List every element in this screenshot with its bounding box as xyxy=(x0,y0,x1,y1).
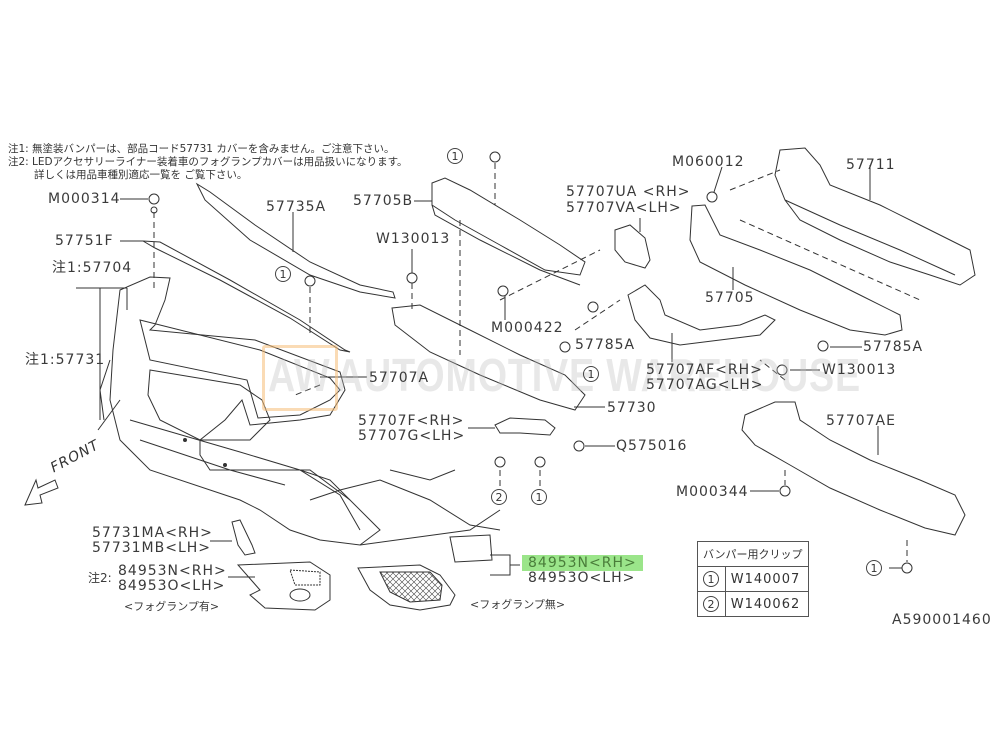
label-57707f[interactable]: 57707F<RH> xyxy=(358,413,465,429)
clip-table-header-row: バンパー用クリップ xyxy=(697,541,809,567)
front-arrow-icon xyxy=(24,478,59,506)
label-57751f[interactable]: 57751F xyxy=(55,233,114,249)
label-fog-with: <フォグランプ有> xyxy=(124,600,220,613)
label-m060012[interactable]: M060012 xyxy=(672,154,745,170)
fasteners xyxy=(148,151,913,574)
fog-bezel-no-fog[interactable] xyxy=(357,534,493,611)
label-84953n-fog[interactable]: 84953N<RH> xyxy=(118,563,227,579)
bumper-cover-57704[interactable] xyxy=(97,276,501,546)
label-57730[interactable]: 57730 xyxy=(607,400,657,416)
clip-marker-1-lower[interactable]: 1 xyxy=(531,489,547,505)
bracket-57707af[interactable] xyxy=(627,284,776,346)
label-57705b[interactable]: 57705B xyxy=(353,193,414,209)
diagram-reference-code: A590001460 xyxy=(892,612,992,628)
beam-57730[interactable] xyxy=(391,304,586,411)
label-57705[interactable]: 57705 xyxy=(705,290,755,306)
note-2: 注2: LEDアクセサリーライナー装着車のフォグランプカバーは用品扱いになります… xyxy=(8,156,408,168)
clip-table-header: バンパー用クリップ xyxy=(697,541,809,567)
label-57707va[interactable]: 57707VA<LH> xyxy=(566,200,682,216)
clip-marker-1-top[interactable]: 1 xyxy=(447,148,463,164)
label-57707ua[interactable]: 57707UA <RH> xyxy=(566,184,691,200)
label-m000314[interactable]: M000314 xyxy=(48,191,121,207)
clip-table-marker: 1 xyxy=(697,566,726,592)
bracket-57707ua[interactable] xyxy=(614,224,651,269)
label-57731ma[interactable]: 57731MA<RH> xyxy=(92,525,213,541)
clip-table-row[interactable]: 1 W140007 xyxy=(697,566,809,592)
label-57707ae[interactable]: 57707AE xyxy=(826,413,896,429)
molding-57735a[interactable] xyxy=(195,182,396,299)
label-note2-prefix: 注2: xyxy=(88,571,112,585)
clip-marker-2-lower[interactable]: 2 xyxy=(491,489,507,505)
strip-57751f[interactable] xyxy=(142,240,351,353)
label-57707af[interactable]: 57707AF<RH> xyxy=(646,362,763,378)
clip-table-row[interactable]: 2 W140062 xyxy=(697,591,809,617)
note-2-continued: 詳しくは用品車種別適応一覧を ご覧下さい。 xyxy=(34,169,248,181)
label-84953o-fog[interactable]: 84953O<LH> xyxy=(118,578,226,594)
clip-table-marker: 2 xyxy=(697,591,726,617)
clip-marker-1-right[interactable]: 1 xyxy=(866,560,882,576)
label-fog-without: <フォグランプ無> xyxy=(470,598,566,611)
label-q575016[interactable]: Q575016 xyxy=(616,438,688,454)
assembly-guides xyxy=(153,163,921,562)
label-84953n-nofog-highlighted[interactable]: 84953N<RH> xyxy=(522,555,643,571)
beam-57705b[interactable] xyxy=(431,177,586,286)
label-84953o-nofog[interactable]: 84953O<LH> xyxy=(528,570,636,586)
clip-table-part[interactable]: W140062 xyxy=(724,591,809,617)
clip-marker-1-left[interactable]: 1 xyxy=(275,266,291,282)
label-m000344[interactable]: M000344 xyxy=(676,484,749,500)
clip-table-part[interactable]: W140007 xyxy=(724,566,809,592)
label-57704[interactable]: 注1:57704 xyxy=(52,260,133,276)
label-57707g[interactable]: 57707G<LH> xyxy=(358,428,466,444)
bracket-57707f[interactable] xyxy=(494,417,556,436)
bracket-57707ae[interactable] xyxy=(741,401,966,536)
label-57735a[interactable]: 57735A xyxy=(266,199,327,215)
absorber-57705[interactable] xyxy=(689,204,903,336)
label-m000422[interactable]: M000422 xyxy=(491,320,564,336)
tow-cover-57731ma[interactable] xyxy=(231,519,256,556)
label-57785a-right[interactable]: 57785A xyxy=(863,339,924,355)
leader-lines xyxy=(76,165,902,578)
label-57785a-left[interactable]: 57785A xyxy=(575,337,636,353)
clip-marker-1-mid[interactable]: 1 xyxy=(583,366,599,382)
reinforcement-57711[interactable] xyxy=(774,147,976,286)
label-w130013-right[interactable]: W130013 xyxy=(822,362,897,378)
label-57707a[interactable]: 57707A xyxy=(369,370,430,386)
label-57707ag[interactable]: 57707AG<LH> xyxy=(646,377,764,393)
bumper-clip-table: バンパー用クリップ 1 W140007 2 W140062 xyxy=(697,541,809,617)
label-w130013-left[interactable]: W130013 xyxy=(376,231,451,247)
label-57731mb[interactable]: 57731MB<LH> xyxy=(92,540,212,556)
label-57711[interactable]: 57711 xyxy=(846,157,896,173)
fog-bezel-with-fog[interactable] xyxy=(236,561,331,611)
label-57731[interactable]: 注1:57731 xyxy=(25,352,106,368)
note-1: 注1: 無塗装バンパーは、部品コード57731 カバーを含みません。ご注意下さい… xyxy=(8,143,395,155)
